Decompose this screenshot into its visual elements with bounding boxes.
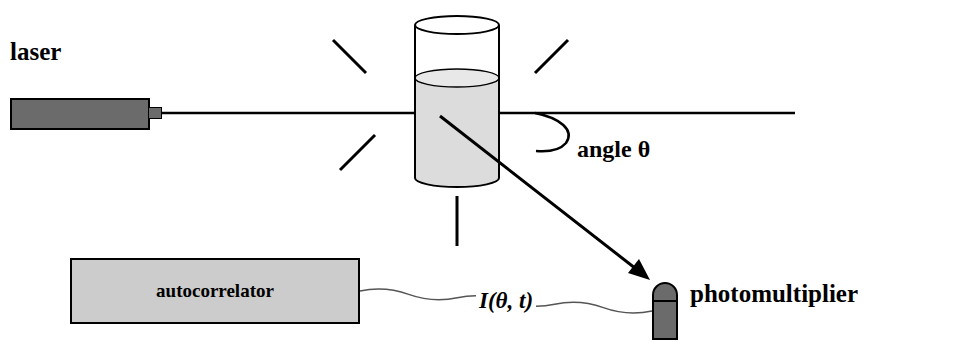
- autocorrelator-box: autocorrelator: [70, 258, 360, 324]
- laser-body: [10, 98, 150, 130]
- laser-device: laser: [10, 38, 162, 133]
- angle-arc: [535, 113, 569, 151]
- device-label: autocorrelator: [156, 280, 274, 302]
- signal-label: I(θ, t): [476, 288, 536, 314]
- laser-nozzle: [148, 107, 162, 119]
- photomultiplier-tube: [652, 282, 678, 340]
- arrow-head: [628, 259, 650, 280]
- sample-cuvette: [415, 16, 499, 187]
- device-label: photomultiplier: [690, 280, 858, 308]
- photomultiplier-device: photomultiplier: [652, 282, 858, 340]
- signal-cable: [360, 289, 652, 313]
- scatter-rays: [333, 40, 568, 246]
- angle-label: angle θ: [574, 136, 653, 163]
- tube-window: [654, 300, 676, 302]
- device-label: laser: [10, 38, 61, 66]
